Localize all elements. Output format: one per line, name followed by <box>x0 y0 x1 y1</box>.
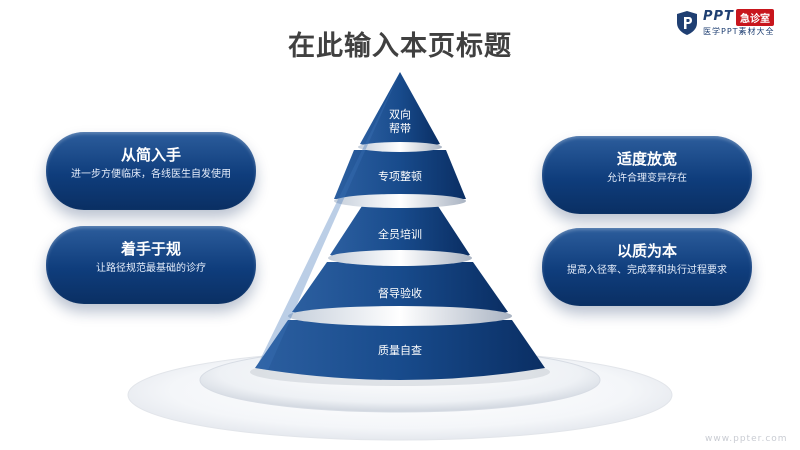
logo-subtitle: 医学PPT素材大全 <box>703 27 775 36</box>
page-title: 在此输入本页标题 <box>288 31 512 62</box>
card-left-top-title: 从简入手 <box>120 146 181 164</box>
shield-p-icon <box>677 11 697 35</box>
brand-logo: PPT 急诊室 医学PPT素材大全 <box>676 8 794 38</box>
pyramid-layer-4-label: 督导验收 <box>378 287 422 300</box>
card-left-top-desc: 进一步方便临床，各线医生自发使用 <box>71 169 231 180</box>
card-right-top-desc: 允许合理变异存在 <box>607 173 687 184</box>
card-right-bottom-desc: 提高入径率、完成率和执行过程要求 <box>567 265 727 276</box>
pyramid-layer-5-label: 质量自查 <box>378 344 422 357</box>
pyramid-layer-5 <box>255 320 545 380</box>
card-right-top: 适度放宽 允许合理变异存在 <box>542 136 752 214</box>
logo-badge: 急诊室 <box>736 9 774 26</box>
card-right-bottom: 以质为本 提高入径率、完成率和执行过程要求 <box>542 228 752 306</box>
card-left-bottom-desc: 让路径规范最基础的诊疗 <box>96 263 206 274</box>
card-right-top-title: 适度放宽 <box>616 150 677 168</box>
card-right-bottom-title: 以质为本 <box>616 242 677 260</box>
pyramid-layer-3 <box>330 203 470 265</box>
pyramid-layer-3-label: 全员培训 <box>378 228 422 241</box>
pyramid-layer-1 <box>360 72 440 150</box>
watermark: www.ppter.com <box>705 434 788 444</box>
card-left-bottom-title: 着手于规 <box>120 240 181 258</box>
pyramid-layer-1-line2: 帮带 <box>389 122 411 135</box>
card-left-bottom: 着手于规 让路径规范最基础的诊疗 <box>46 226 256 304</box>
pyramid-layer-1-label: 双向 帮带 <box>370 108 430 136</box>
pyramid-layer-2-label: 专项整顿 <box>378 170 422 183</box>
pyramid-layer-1-line1: 双向 <box>389 108 411 121</box>
card-left-top: 从简入手 进一步方便临床，各线医生自发使用 <box>46 132 256 210</box>
logo-wordmark: PPT <box>703 9 734 24</box>
